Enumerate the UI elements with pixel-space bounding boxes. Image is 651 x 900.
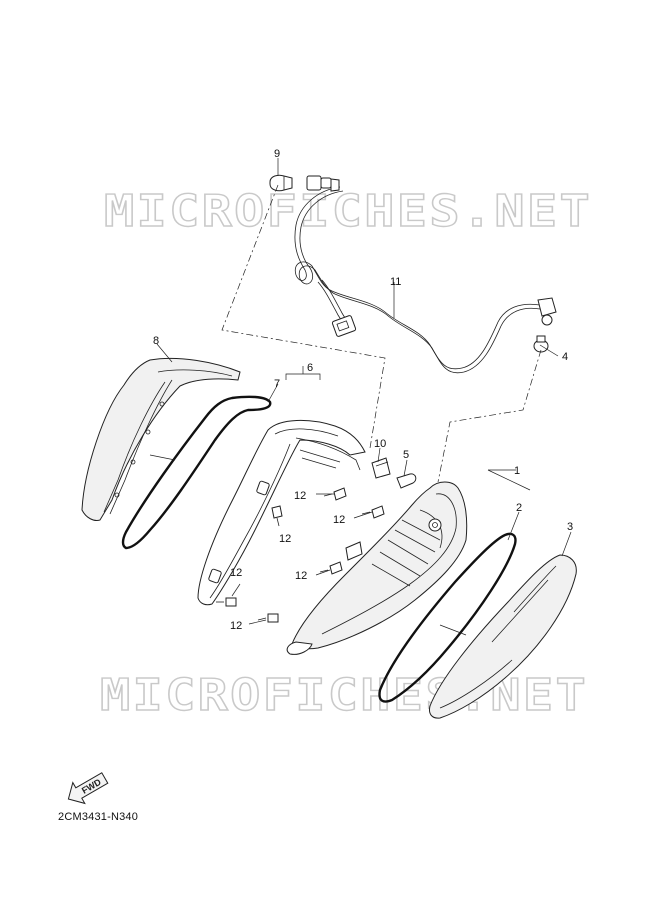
diagram-part-number: 2CM3431-N340 bbox=[58, 811, 139, 823]
gasket-part-2 bbox=[378, 532, 517, 703]
forward-direction-arrow: FWD bbox=[67, 772, 109, 805]
reference-lines bbox=[221, 184, 542, 483]
side-cover-part-8 bbox=[81, 357, 241, 521]
lens-cover-part-3 bbox=[429, 554, 577, 719]
callout-4: 4 bbox=[562, 351, 568, 363]
bulb-part-5 bbox=[396, 473, 417, 489]
callout-6: 6 bbox=[307, 362, 313, 374]
gasket-part-7 bbox=[121, 395, 272, 550]
callout-8: 8 bbox=[153, 335, 159, 347]
bulb-part-4 bbox=[533, 335, 549, 353]
callout-5: 5 bbox=[403, 449, 409, 461]
callout-12-a: 12 bbox=[294, 490, 306, 502]
callout-11: 11 bbox=[390, 276, 401, 288]
callout-12-f: 12 bbox=[230, 620, 242, 632]
lens-assembly-part-1 bbox=[286, 481, 468, 655]
callout-9: 9 bbox=[274, 148, 280, 160]
leader-lines bbox=[149, 158, 572, 636]
callout-12-d: 12 bbox=[295, 570, 307, 582]
bulb-part-9 bbox=[269, 174, 293, 192]
socket-part-10 bbox=[371, 457, 391, 479]
callout-10: 10 bbox=[374, 438, 386, 450]
callout-2: 2 bbox=[516, 502, 522, 514]
wire-harness-part-11 bbox=[294, 175, 557, 374]
watermark-bottom: MICROFICHES.NET bbox=[100, 670, 588, 721]
callout-12-c: 12 bbox=[279, 533, 291, 545]
callout-7: 7 bbox=[274, 378, 280, 390]
callout-1: 1 bbox=[514, 465, 520, 477]
callout-12-e: 12 bbox=[230, 567, 242, 579]
watermark-top: MICROFICHES.NET bbox=[104, 186, 592, 237]
inner-panel-part-6 bbox=[197, 419, 366, 606]
callout-3: 3 bbox=[567, 521, 573, 533]
callout-12-b: 12 bbox=[333, 514, 345, 526]
